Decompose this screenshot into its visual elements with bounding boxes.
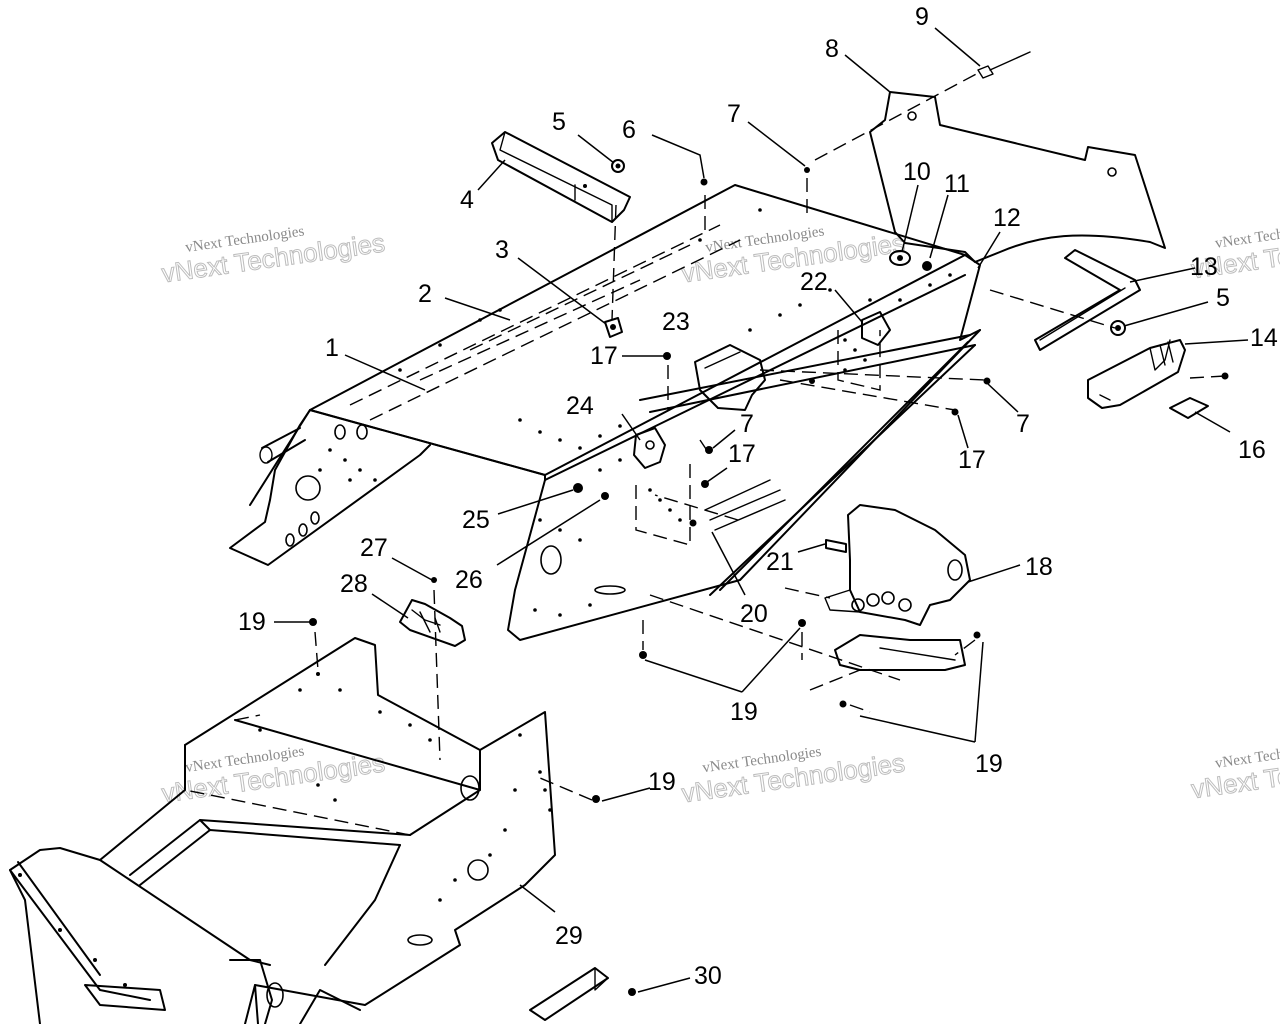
callout-6: 6 — [622, 116, 636, 144]
callout-19-right: 19 — [975, 750, 1003, 778]
callout-13: 13 — [1190, 253, 1218, 281]
decal-part-16 — [1169, 397, 1209, 419]
nut-part-5-right — [1110, 320, 1126, 336]
callout-30: 30 — [694, 962, 722, 990]
small-fasteners — [309, 167, 1229, 803]
tunnel-assembly — [229, 184, 981, 641]
rail-part-13 — [1034, 249, 1141, 351]
bolt-part-9 — [977, 51, 1031, 79]
callout-8: 8 — [825, 35, 839, 63]
callout-numbers: 1 2 3 4 5 6 7 8 9 10 11 12 13 5 14 16 7 … — [238, 3, 1278, 990]
callout-25: 25 — [462, 506, 490, 534]
callout-22: 22 — [800, 268, 828, 296]
callout-21: 21 — [766, 548, 794, 576]
callout-17-mid: 17 — [728, 440, 756, 468]
callout-19-left: 19 — [238, 608, 266, 636]
frame-part-29 — [9, 637, 556, 1024]
bumper-part-14 — [1087, 339, 1186, 409]
bracket-part-28 — [399, 599, 466, 647]
hitch-part-18 — [824, 504, 971, 671]
rivet-dots — [318, 208, 952, 617]
callout-4: 4 — [460, 186, 474, 214]
callout-14: 14 — [1250, 324, 1278, 352]
callout-1: 1 — [325, 334, 339, 362]
callout-3: 3 — [495, 236, 509, 264]
callout-7-top: 7 — [727, 100, 741, 128]
callout-19-lower: 19 — [648, 768, 676, 796]
nut-part-5-top — [611, 159, 625, 173]
callout-11: 11 — [944, 170, 970, 198]
callout-27: 27 — [360, 534, 388, 562]
callout-28: 28 — [340, 570, 368, 598]
callout-12: 12 — [993, 204, 1021, 232]
bracket-part-24 — [633, 427, 666, 469]
callout-24: 24 — [566, 392, 594, 420]
callout-7-right: 7 — [1016, 410, 1030, 438]
bracket-part-4 — [491, 131, 631, 223]
callout-10: 10 — [903, 158, 931, 186]
callout-17-right: 17 — [958, 446, 986, 474]
callout-19-center: 19 — [730, 698, 758, 726]
pin-part-21 — [825, 539, 847, 553]
callout-20: 20 — [740, 600, 768, 628]
frame-rivet-dots — [18, 672, 552, 987]
bracket-part-30 — [529, 967, 636, 1021]
callout-5-top: 5 — [552, 108, 566, 136]
callout-16: 16 — [1238, 436, 1266, 464]
callout-2: 2 — [418, 280, 432, 308]
clip-part-3 — [604, 317, 623, 338]
watermarks: vNext Technologies vNext Technologies vN… — [159, 219, 1280, 809]
bracket-part-22 — [861, 311, 891, 346]
panel-part-8 — [869, 91, 1166, 263]
spacer-part-23 — [694, 344, 766, 411]
leader-lines — [274, 27, 1249, 993]
callout-5-right: 5 — [1216, 284, 1230, 312]
fasteners-10-11 — [889, 250, 932, 271]
callout-7-mid: 7 — [740, 410, 754, 438]
callout-9: 9 — [915, 3, 929, 31]
callout-29: 29 — [555, 922, 583, 950]
callout-26: 26 — [455, 566, 483, 594]
callout-18: 18 — [1025, 553, 1053, 581]
callout-23: 23 — [662, 308, 690, 336]
callout-17-left: 17 — [590, 342, 618, 370]
alignment-lines — [184, 71, 1226, 836]
